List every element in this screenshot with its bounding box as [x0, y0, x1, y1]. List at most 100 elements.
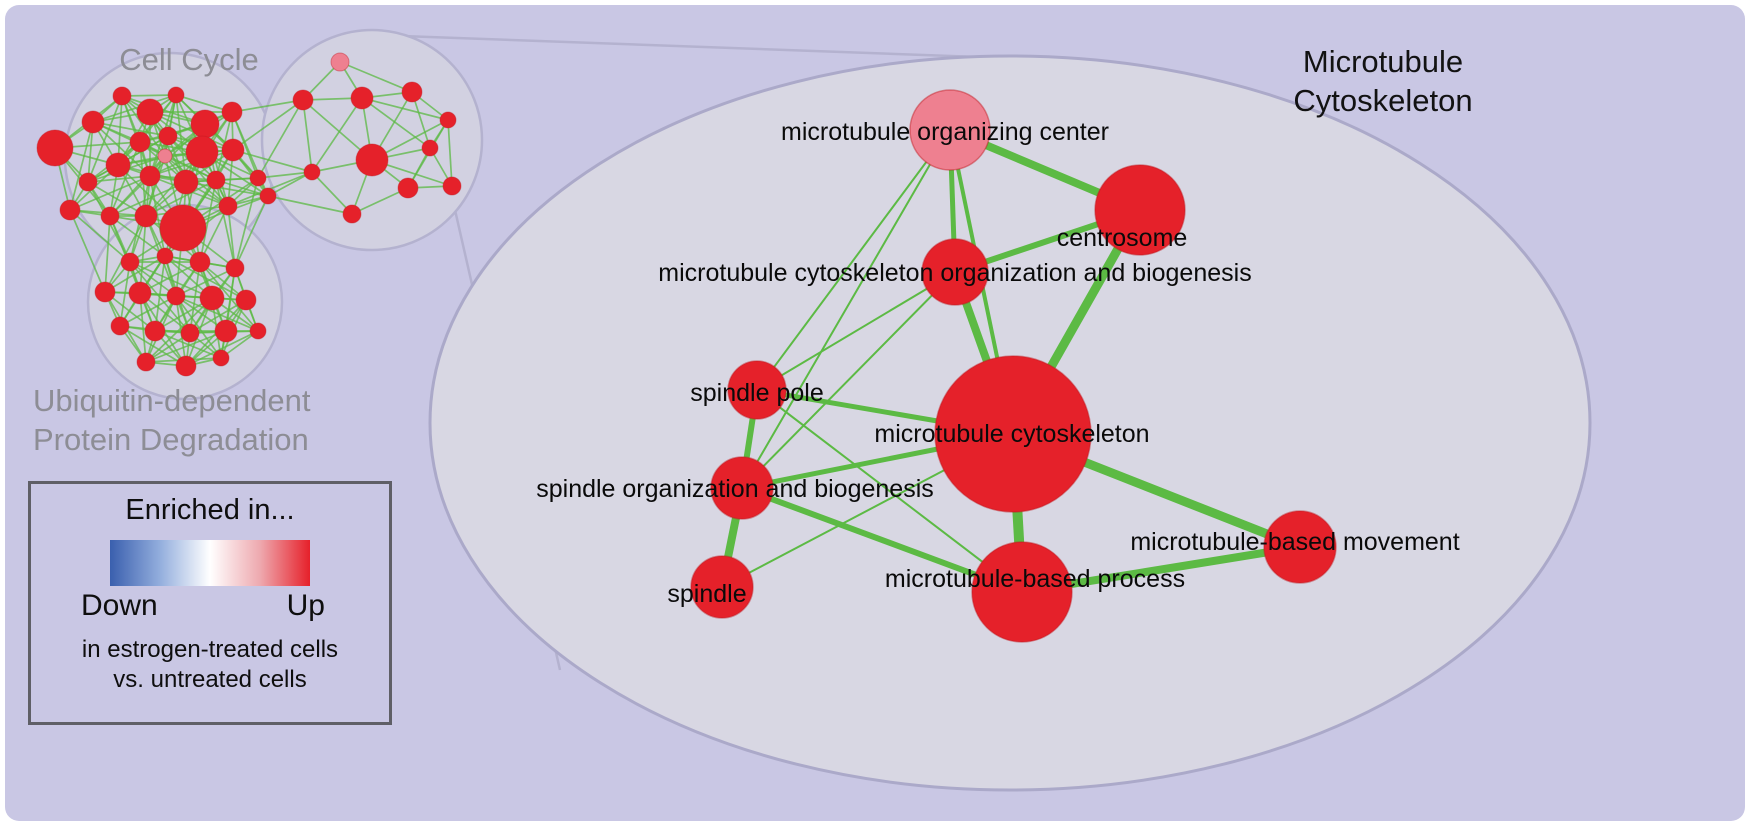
detail-node-label-centrosome: centrosome	[1057, 224, 1188, 252]
overview-edge	[145, 297, 213, 363]
cluster-label-ubiquitin-line2: Protein Degradation	[33, 422, 309, 457]
overview-edge	[104, 215, 111, 293]
overview-node	[292, 89, 314, 111]
overview-edge	[267, 195, 353, 215]
overview-edge	[121, 95, 166, 157]
legend-up-label: Up	[286, 589, 325, 622]
overview-node	[81, 110, 105, 134]
detail-node-mco	[921, 238, 989, 306]
detail-node-label-mbp: microtubule-based process	[885, 565, 1185, 593]
overview-node	[175, 355, 197, 377]
overview-node	[350, 86, 374, 110]
overview-edge	[189, 299, 247, 334]
overview-edge	[267, 171, 313, 197]
overview-edge	[129, 261, 177, 297]
detail-node-mbp	[971, 541, 1073, 643]
cluster-label-cell-cycle-text: Cell Cycle	[119, 42, 259, 77]
magnifier-connector-line	[374, 33, 1061, 62]
overview-node	[185, 135, 219, 169]
overview-edge	[119, 261, 131, 327]
overview-edge	[257, 99, 304, 179]
overview-edge	[109, 215, 166, 257]
overview-node	[158, 126, 178, 146]
cluster-label-microtubule-line1: Microtubule	[1302, 44, 1464, 79]
overview-node	[120, 252, 140, 272]
overview-edge	[139, 261, 201, 294]
overview-edge	[339, 61, 413, 93]
detail-node-centrosome	[1094, 164, 1186, 256]
overview-edge	[231, 99, 304, 113]
overview-node	[397, 177, 419, 199]
overview-edge	[232, 149, 313, 173]
overview-edge	[145, 330, 227, 363]
overview-node	[112, 86, 132, 106]
detail-node-mc	[934, 355, 1092, 513]
overview-node	[442, 176, 462, 196]
overview-node	[167, 86, 185, 104]
overview-node	[166, 286, 186, 306]
legend-title: Enriched in...	[125, 494, 295, 526]
detail-edge-spole-mbp	[756, 389, 1023, 593]
detail-node-sob	[710, 456, 774, 520]
overview-node	[303, 163, 321, 181]
overview-node	[156, 247, 174, 265]
overview-edge	[87, 175, 151, 183]
overview-edge	[69, 209, 131, 263]
detail-node-label-moc: microtubule organizing center	[781, 118, 1109, 146]
overview-edge	[199, 261, 259, 332]
overview-node	[78, 172, 98, 192]
overview-edge	[149, 175, 166, 257]
legend-gradient-bar	[110, 540, 310, 586]
overview-edge	[92, 121, 166, 157]
detail-node-label-spindle: spindle	[667, 580, 746, 608]
cluster-label-cell-cycle: Cell Cycle	[104, 42, 274, 78]
overview-edge	[87, 181, 147, 217]
detail-node-label-mco: microtubule cytoskeleton organization an…	[658, 259, 1251, 287]
overview-edge	[104, 255, 166, 293]
detail-node-spole	[727, 360, 787, 420]
overview-node	[144, 320, 166, 342]
overview-node	[330, 52, 350, 72]
overview-node	[199, 285, 225, 311]
overview-node	[157, 148, 173, 164]
overview-edge	[447, 119, 453, 187]
overview-node	[173, 169, 199, 195]
overview-node	[218, 196, 238, 216]
detail-node-moc	[909, 89, 991, 171]
legend-axis-labels: Down Up	[31, 588, 389, 624]
detail-node-mbm	[1263, 510, 1337, 584]
overview-node	[105, 152, 131, 178]
overview-node	[100, 206, 120, 226]
overview-edge	[232, 99, 304, 151]
cluster-label-microtubule: Microtubule Cytoskeleton	[1258, 42, 1508, 120]
overview-node	[110, 316, 130, 336]
detail-node-label-mc: microtubule cytoskeleton	[874, 420, 1149, 448]
overview-node	[421, 139, 439, 157]
overview-edge	[234, 177, 259, 269]
overview-node	[136, 98, 164, 126]
legend-caption-line2: vs. untreated cells	[113, 666, 307, 693]
overview-node	[94, 281, 116, 303]
overview-edge	[215, 179, 236, 269]
overview-edge	[175, 295, 259, 332]
overview-node	[249, 322, 267, 340]
cluster-label-microtubule-line2: Cytoskeleton	[1293, 83, 1473, 118]
overview-node	[249, 169, 267, 187]
overview-edge	[175, 267, 236, 297]
overview-node	[225, 258, 245, 278]
overview-edge	[104, 215, 147, 293]
overview-edge	[175, 295, 222, 359]
overview-edge	[199, 205, 229, 263]
overview-edge	[145, 179, 217, 217]
overview-edge	[185, 330, 259, 367]
overview-node	[259, 187, 277, 205]
overview-edge	[361, 97, 449, 121]
detail-edge-moc-spole	[756, 129, 951, 391]
overview-node	[355, 143, 389, 177]
legend: Enriched in... Down Up in estrogen-treat…	[28, 481, 392, 725]
detail-edge-mco-spole	[756, 271, 956, 391]
detail-node-label-mbm: microtubule-based movement	[1130, 528, 1459, 556]
overview-edge	[92, 121, 169, 137]
